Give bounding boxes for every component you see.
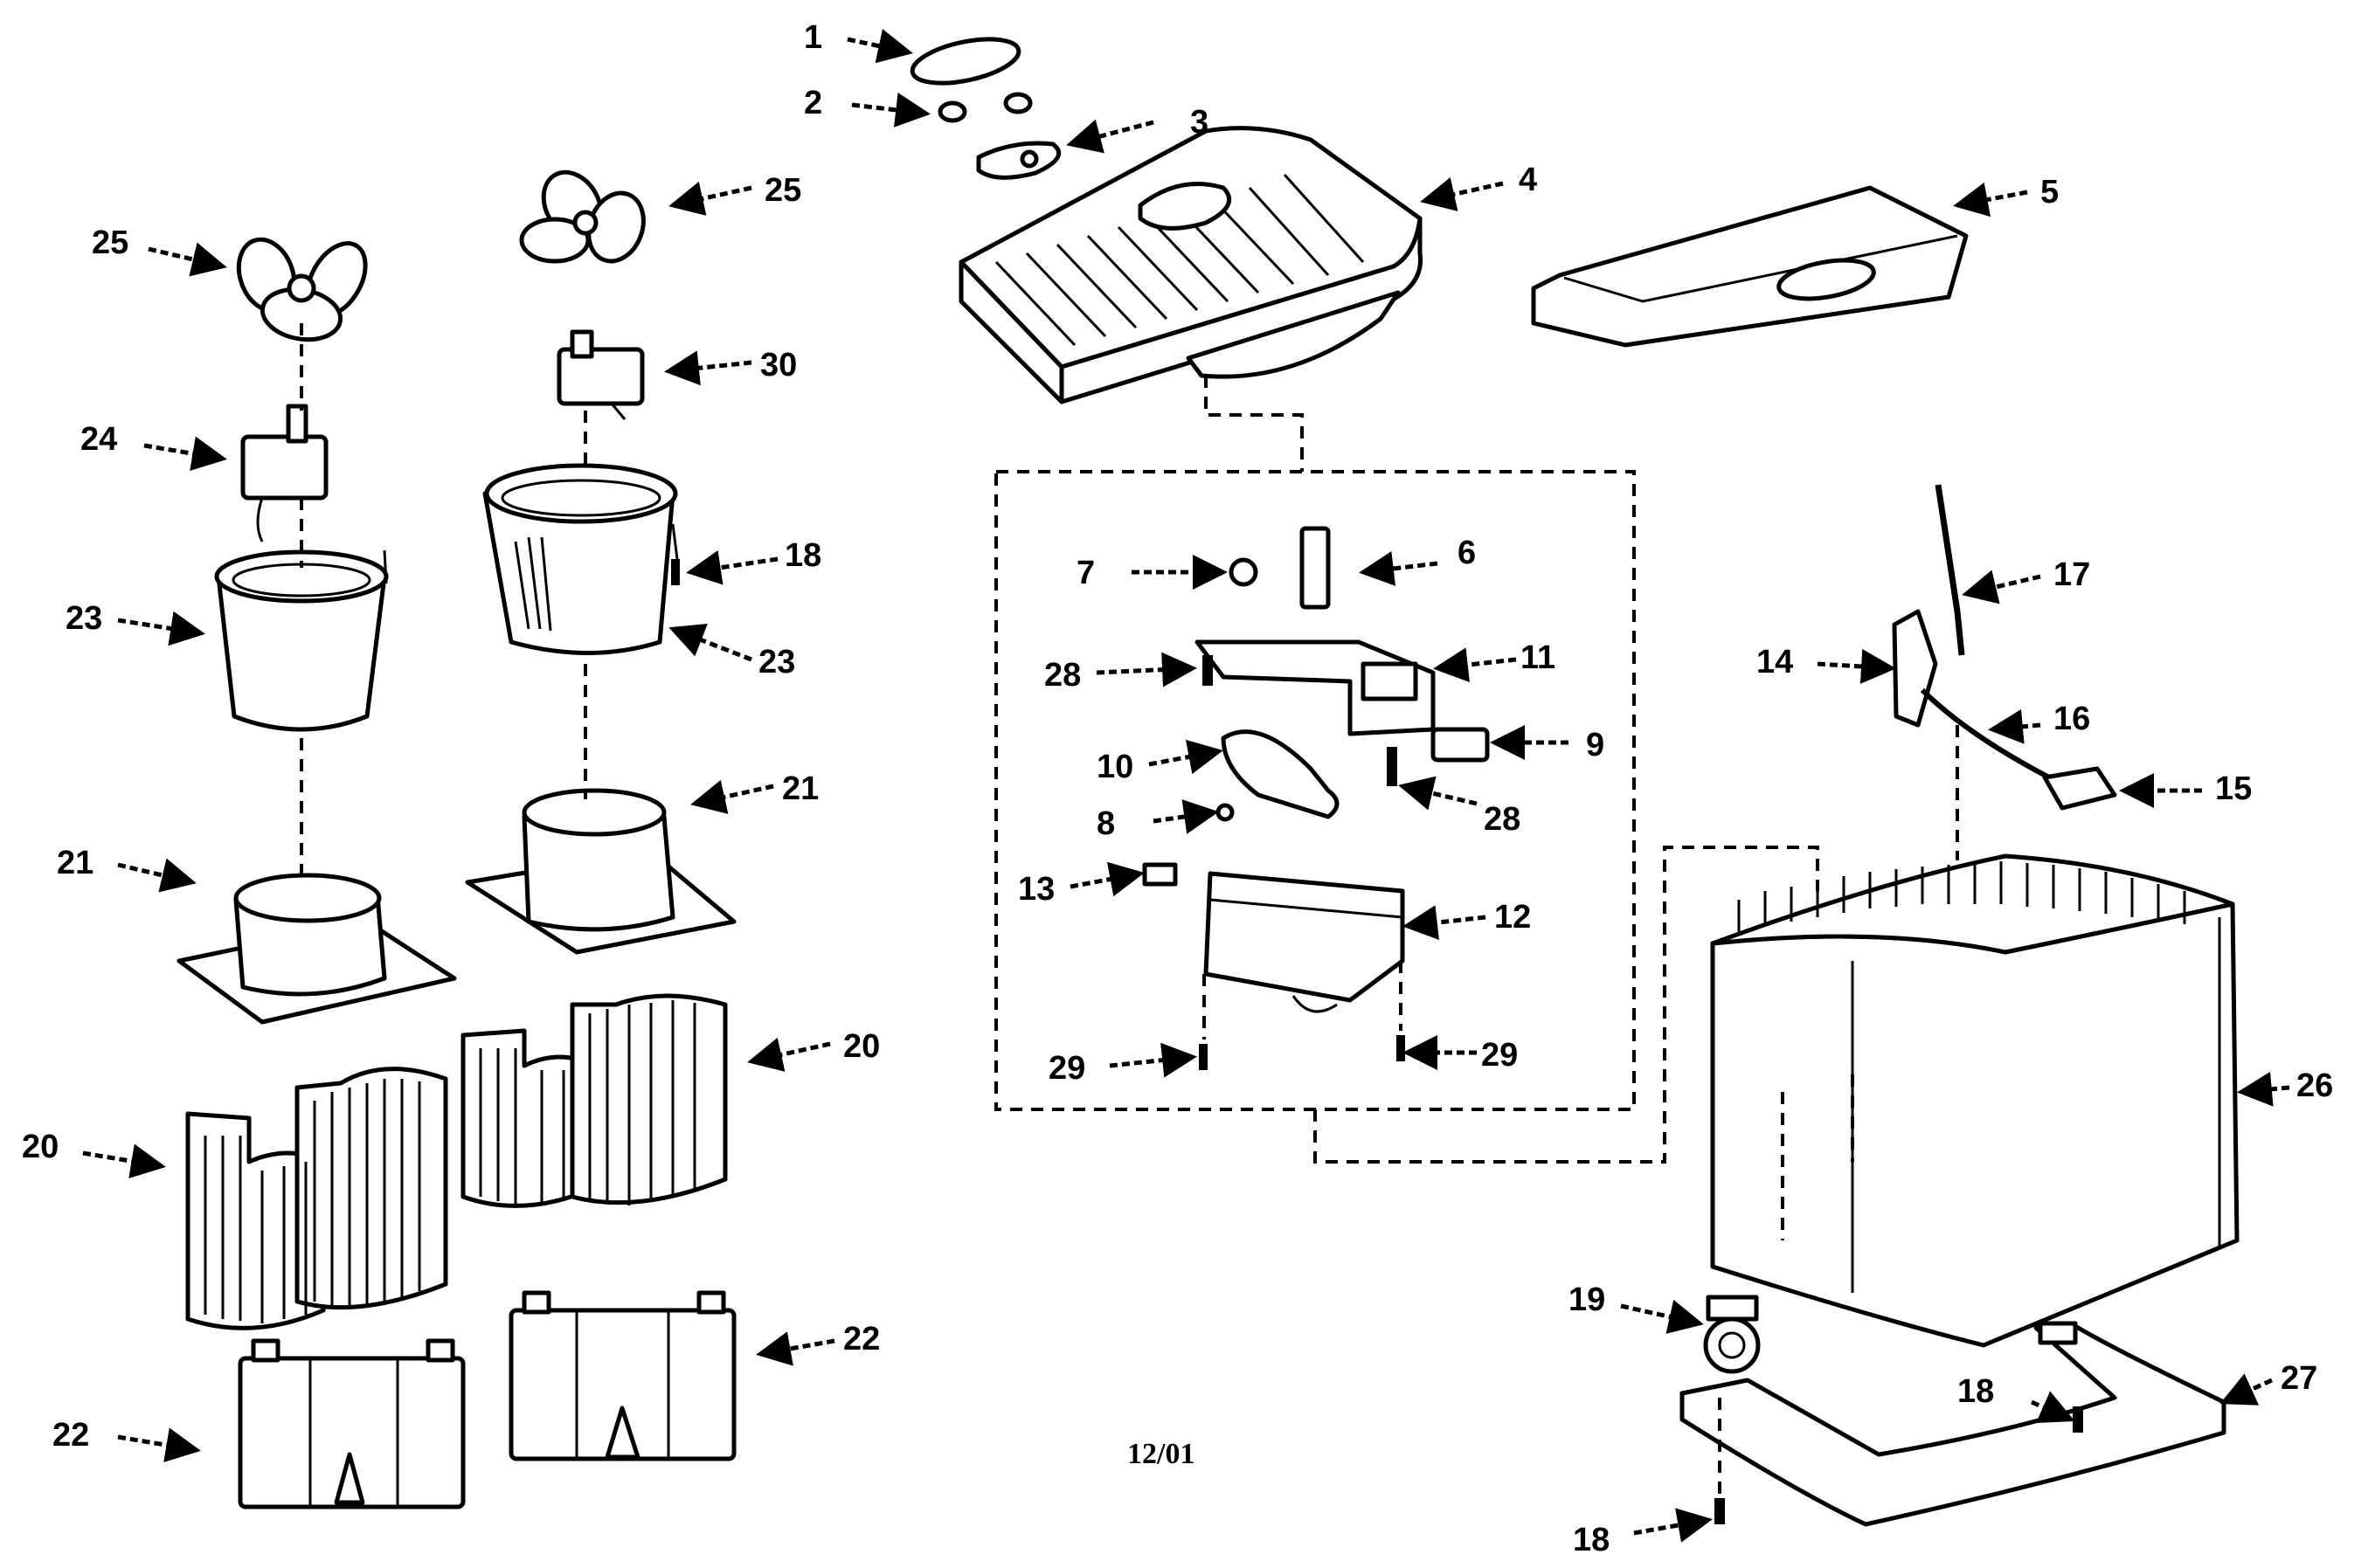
callout-12: 12: [1494, 899, 1531, 936]
callout-23: 23: [66, 600, 102, 637]
callout-28: 28: [1044, 657, 1081, 694]
callout-27: 27: [2281, 1360, 2317, 1397]
control-connector-line: [1313, 846, 1819, 1164]
callout-20: 20: [22, 1129, 59, 1165]
callout-2: 2: [804, 85, 822, 121]
callout-20b: 20: [843, 1028, 880, 1065]
callout-18b: 18: [1957, 1373, 1994, 1410]
caster-wheel: [1703, 1295, 1761, 1374]
middle-left-assembly: [460, 169, 737, 1461]
callout-17: 17: [2053, 556, 2090, 593]
callout-28b: 28: [1484, 801, 1520, 838]
base-housing: [1710, 853, 2240, 1348]
callout-11: 11: [1520, 639, 1555, 676]
wick-filter-left: [185, 1067, 448, 1330]
callout-21: 21: [57, 845, 93, 881]
callout-6: 6: [1458, 535, 1476, 571]
callout-18c: 18: [1573, 1522, 1610, 1558]
top-cover: [959, 126, 1423, 404]
callout-30: 30: [760, 347, 797, 383]
callout-22b: 22: [843, 1321, 880, 1357]
callout-1: 1: [804, 19, 822, 56]
callout-9: 9: [1586, 727, 1604, 763]
fan-blade-right: [519, 169, 646, 264]
power-cord: [1935, 484, 1965, 656]
float-tray: [1203, 871, 1405, 1003]
callout-7: 7: [1077, 555, 1095, 591]
callout-21b: 21: [782, 770, 819, 807]
control-plate: [976, 141, 1062, 180]
fan-blade-left: [236, 237, 368, 342]
water-tank-right: [509, 1290, 737, 1461]
callout-26: 26: [2296, 1067, 2333, 1104]
plug-connector: [2042, 766, 2117, 811]
bucket-left: [214, 549, 389, 732]
left-assembly: [177, 237, 466, 1509]
bucket-right: [482, 463, 679, 655]
top-tray: [1531, 185, 1969, 348]
lid-connector-line: [1204, 376, 1304, 472]
callout-25: 25: [92, 224, 128, 261]
callout-29: 29: [1049, 1050, 1085, 1087]
knob-right: [1003, 92, 1033, 114]
water-tank-left: [238, 1338, 466, 1509]
motor-left: [240, 404, 329, 542]
callout-8: 8: [1097, 805, 1115, 842]
callout-23b: 23: [758, 644, 795, 680]
callout-10: 10: [1097, 749, 1133, 785]
damper-plate: [1221, 729, 1340, 819]
part-6: [1299, 526, 1331, 610]
right-assembly: [671, 484, 2240, 1527]
screw-18-bottom: [1714, 1498, 1725, 1524]
callout-15: 15: [2215, 770, 2252, 807]
base-tray: [1679, 1321, 2226, 1527]
callout-19: 19: [1568, 1281, 1605, 1318]
callout-18: 18: [785, 537, 821, 574]
callout-labels: 1 2 3 4 5 6 7 8 9 10 11 12 13 14 15 16 1…: [22, 19, 2333, 1558]
part-9: [1430, 727, 1490, 763]
cord-clip: [1892, 609, 1938, 728]
callout-16: 16: [2053, 701, 2090, 737]
knob-left: [938, 100, 967, 123]
pad-frame-left: [177, 873, 457, 1025]
callout-arrows: [82, 29, 2290, 1543]
callout-14: 14: [1756, 644, 1793, 680]
motor-right: [557, 329, 645, 420]
screw-18-base: [2073, 1406, 2083, 1433]
callout-22: 22: [52, 1417, 89, 1454]
part-13: [1142, 862, 1178, 887]
callout-25b: 25: [765, 172, 801, 209]
wire-harness: [1920, 687, 2051, 780]
date-code: 12/01: [1127, 1438, 1194, 1470]
part-7: [1229, 557, 1258, 587]
screw-29-left: [1199, 1044, 1208, 1070]
part-8: [1215, 803, 1235, 822]
label-oval: [910, 37, 1021, 86]
screw-29-right: [1396, 1035, 1405, 1061]
callout-4: 4: [1519, 162, 1537, 198]
callout-29b: 29: [1481, 1037, 1518, 1074]
callout-13: 13: [1018, 871, 1055, 908]
callout-24: 24: [80, 421, 117, 458]
screw-28-upper: [1202, 655, 1213, 686]
wick-filter-right: [460, 993, 728, 1208]
callout-3: 3: [1190, 104, 1208, 141]
control-assembly: [994, 470, 1819, 1164]
callout-5: 5: [2040, 174, 2059, 211]
lid-assembly: [910, 37, 1969, 472]
pad-frame-right: [465, 788, 737, 955]
screw-28-lower: [1387, 747, 1397, 786]
base-slot: [2038, 1321, 2078, 1345]
screw-18-bucket: [671, 559, 680, 585]
